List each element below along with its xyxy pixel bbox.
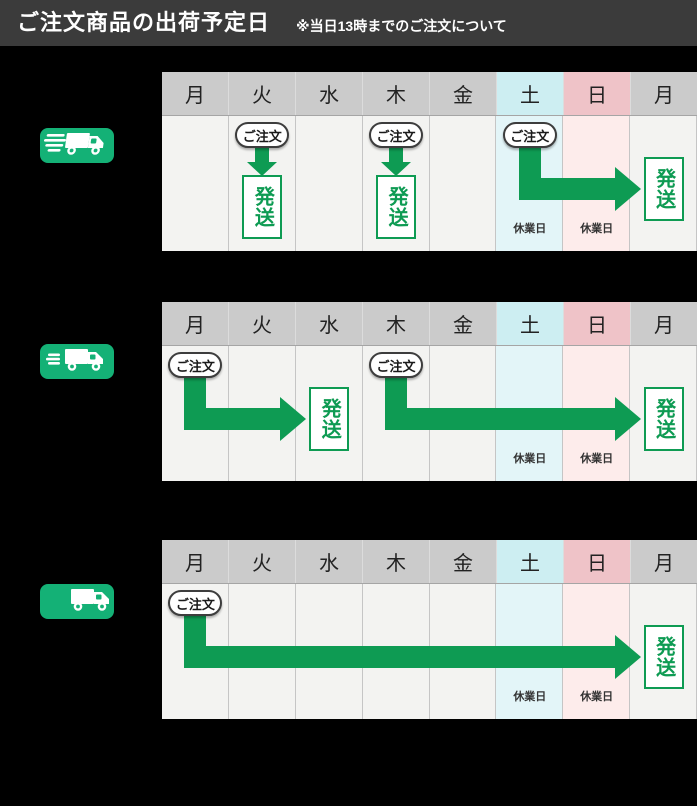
order-pill: ご注文 <box>235 122 290 148</box>
arrow-elbow-horizontal-shaft <box>184 408 281 430</box>
day-header-cell-saturday: 土 <box>497 302 564 345</box>
day-header-cell-weekday: 月 <box>162 540 229 583</box>
arrow-down-shaft <box>255 147 270 162</box>
day-header-cell-weekday: 木 <box>363 302 430 345</box>
day-header-row: 月火水木金土日月 <box>162 540 697 584</box>
page-subtitle: ※当日13時までのご注文について <box>296 17 507 34</box>
arrow-elbow-horizontal-shaft <box>184 646 615 668</box>
ship-box: 発送 <box>643 157 684 221</box>
order-pill: ご注文 <box>168 352 223 378</box>
day-header-cell-weekday: 金 <box>430 540 497 583</box>
day-header-cell-weekday: 火 <box>229 72 296 115</box>
closed-day-label: 休業日 <box>513 453 547 465</box>
arrow-right-head <box>614 167 641 211</box>
schedule-table-3: 月火水木金土日月休業日休業日ご注文発送 <box>162 540 697 719</box>
day-header-cell-weekday: 火 <box>229 540 296 583</box>
fast-truck-icon <box>40 342 114 382</box>
schedule-table-1: 月火水木金土日月休業日休業日ご注文発送ご注文発送ご注文発送 <box>162 72 697 251</box>
arrow-elbow-horizontal-shaft <box>385 408 615 430</box>
day-header-cell-sunday: 日 <box>564 72 631 115</box>
day-header-cell-sunday: 日 <box>564 540 631 583</box>
same-day-shipping-badge <box>40 128 114 163</box>
order-pill: ご注文 <box>369 352 424 378</box>
day-header-row: 月火水木金土日月 <box>162 302 697 346</box>
day-body-cell-weekday <box>162 116 229 251</box>
arrow-down-head <box>247 162 278 176</box>
ship-box: 発送 <box>643 625 684 689</box>
order-pill: ご注文 <box>168 590 223 616</box>
day-header-cell-weekday: 水 <box>296 540 363 583</box>
day-header-cell-saturday: 土 <box>497 540 564 583</box>
day-header-cell-weekday: 水 <box>296 302 363 345</box>
express-truck-icon <box>40 126 114 166</box>
page-header: ご注文商品の出荷予定日 ※当日13時までのご注文について <box>0 0 697 46</box>
two-day-shipping-badge <box>40 344 114 379</box>
day-header-cell-weekday: 木 <box>363 540 430 583</box>
schedule-table-2: 月火水木金土日月休業日休業日ご注文発送ご注文発送 <box>162 302 697 481</box>
ship-box: 発送 <box>376 175 417 239</box>
day-header-cell-weekday: 金 <box>430 72 497 115</box>
ship-box: 発送 <box>309 387 350 451</box>
closed-day-label: 休業日 <box>580 223 614 235</box>
arrow-elbow-horizontal-shaft <box>518 178 615 200</box>
page-title: ご注文商品の出荷予定日 <box>17 10 271 35</box>
day-header-cell-sunday: 日 <box>564 302 631 345</box>
day-header-cell-weekday: 月 <box>162 302 229 345</box>
arrow-down-shaft <box>389 147 404 162</box>
arrow-down-head <box>381 162 412 176</box>
order-pill: ご注文 <box>369 122 424 148</box>
day-body-row: 休業日 休業日 ご注文発送 <box>162 584 697 719</box>
standard-truck-icon <box>40 582 114 622</box>
arrow-right-head <box>614 635 641 679</box>
ship-box: 発送 <box>643 387 684 451</box>
closed-day-label: 休業日 <box>513 691 547 703</box>
day-header-cell-weekday: 月 <box>631 540 697 583</box>
order-pill: ご注文 <box>502 122 557 148</box>
day-header-cell-saturday: 土 <box>497 72 564 115</box>
day-body-cell-weekday <box>429 116 497 251</box>
ship-box: 発送 <box>242 175 283 239</box>
day-header-cell-weekday: 火 <box>229 302 296 345</box>
closed-day-label: 休業日 <box>580 453 614 465</box>
day-body-cell-weekday <box>295 116 363 251</box>
closed-day-label: 休業日 <box>580 691 614 703</box>
day-header-cell-weekday: 水 <box>296 72 363 115</box>
day-header-cell-weekday: 木 <box>363 72 430 115</box>
day-body-row: 休業日休業日ご注文発送ご注文発送 <box>162 346 697 481</box>
closed-day-label: 休業日 <box>513 223 547 235</box>
one-week-shipping-badge <box>40 584 114 619</box>
day-body-row: 休業日 休業日 ご注文発送 ご注文発送 ご注文発送 <box>162 116 697 251</box>
arrow-right-head <box>280 397 307 441</box>
day-header-row: 月火水木金土日月 <box>162 72 697 116</box>
day-header-cell-weekday: 月 <box>631 302 697 345</box>
arrow-right-head <box>614 397 641 441</box>
day-header-cell-weekday: 月 <box>162 72 229 115</box>
day-header-cell-weekday: 月 <box>631 72 697 115</box>
day-header-cell-weekday: 金 <box>430 302 497 345</box>
